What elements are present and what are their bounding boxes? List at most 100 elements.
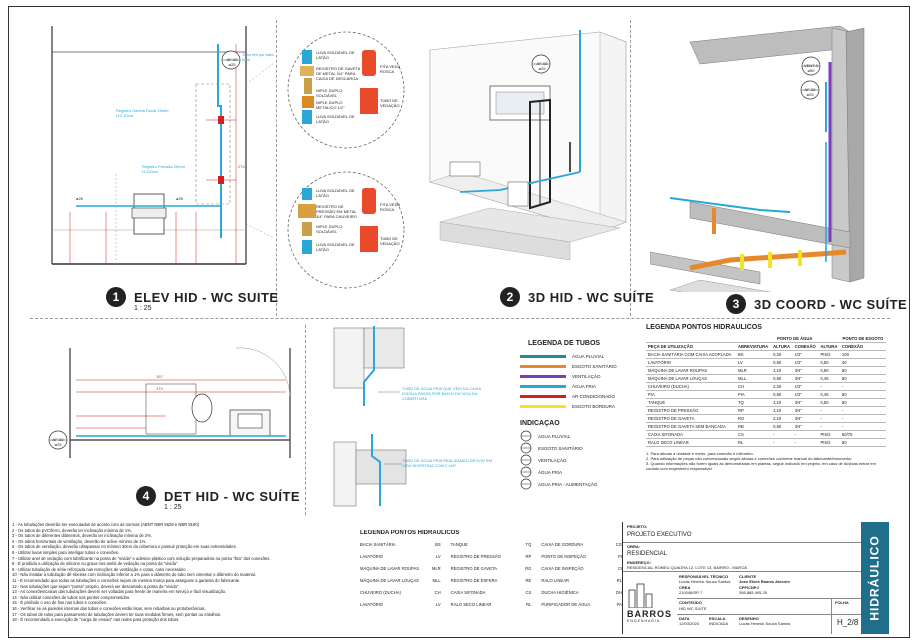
table-group-header: PONTO DE ESGOTO: [839, 335, 886, 343]
table-cell: 50/75: [839, 430, 886, 439]
3d-coord-drawing: [650, 25, 865, 292]
indication-item: ÁGUA PLUVIAL: [520, 430, 640, 442]
table-cell: BS: [735, 350, 772, 359]
view-scale: 1 : 25: [134, 305, 152, 312]
desenho-label: DESENHO: [739, 616, 759, 621]
table-cell: 3/4": [792, 374, 819, 383]
table-header: ALTURA: [818, 342, 840, 351]
legend-label: LAVATÓRIO: [360, 602, 384, 607]
table-cell: 1,10: [771, 366, 793, 375]
legend-item: ESGOTO BORDURA: [520, 401, 620, 411]
legend-item: VENTILAÇÃO: [520, 371, 620, 381]
divider: [305, 325, 306, 515]
table-cell: 3/4": [792, 422, 819, 431]
table-cell: 0,60: [771, 374, 793, 383]
indication-label: VENTILAÇÃO: [538, 457, 567, 463]
table-cell: TQ: [735, 398, 772, 407]
table-cell: 3/4": [792, 406, 819, 415]
projeto-value: PROJETO EXECUTIVO: [627, 532, 692, 538]
desenho-value: Lucas Henrick Souza Santos: [739, 621, 791, 626]
table-cell: 3/4": [792, 398, 819, 407]
view-title: ELEV HID - WC SUITE: [134, 289, 279, 305]
legend-swatch: [520, 374, 566, 378]
table-group-header: PONTO DE ÁGUA: [771, 335, 819, 343]
indication-symbol-icon: [520, 430, 532, 442]
discipline-band: HIDRÁULICO: [861, 522, 889, 634]
legend-label: RALO LINEAR: [541, 578, 570, 583]
footnote: 2. Para utilização de peças não convenci…: [646, 456, 853, 461]
table-cell: 50: [839, 374, 886, 383]
legend-abbr: LV: [435, 554, 441, 559]
table-cell: RG: [735, 414, 772, 423]
table-cell: MÁQUINA DE LAVAR ROUPAS: [646, 366, 736, 375]
note-line: 17 - Os tubos de ralos para passamento d…: [12, 611, 222, 617]
table-cell: -: [839, 414, 886, 423]
indication-label: ÁGUA PLUVIAL: [538, 433, 571, 439]
table-cell: 0,50: [818, 398, 840, 407]
legend-label: ESGOTO BORDURA: [572, 403, 615, 409]
note-line: 3 - Os tubos de diferentes diâmetros, de…: [12, 533, 153, 539]
table-cell: RP: [735, 406, 772, 415]
table-cell: PIA: [646, 390, 736, 399]
points-table: PONTO DE ÁGUA PONTO DE ESGOTO PEÇA DE UT…: [646, 335, 886, 447]
detail-label: LUVA SOLDÁVEL DE LATÃO: [316, 50, 355, 60]
view-title-2: 2 3D HID - WC SUÍTE: [500, 287, 654, 307]
legend-item: CHUVEIRO (DUCHA)CH: [360, 590, 441, 602]
legend-label: REGISTRO DE GAVETA: [450, 566, 498, 571]
note-tube-ceiling: Tubo reti por baixo do forro: [242, 52, 274, 62]
indication-item: VENTILAÇÃO: [520, 454, 640, 466]
legend-label: REGISTRO DE PRESSÃO: [450, 554, 501, 559]
crea-label: CREA: [679, 585, 691, 590]
table-header: CONEXÃO: [792, 342, 819, 351]
detail-bottom: LUVA SOLDÁVEL DE LATÃO REGISTRO DE PRESS…: [282, 170, 410, 290]
legend-label: PONTO DE INSPEÇÃO: [541, 554, 586, 559]
divider: [630, 20, 631, 316]
table-cell: -: [839, 422, 886, 431]
view-scale: 1 : 25: [164, 504, 182, 511]
endereco-value: RESIDENCIAL ROMEU QUADRA 12, LOTE 13, BA…: [627, 565, 748, 570]
legend-label: RALO SECO LINEAR: [450, 602, 492, 607]
detail-label: LUVA SOLDÁVEL DE LATÃO: [316, 114, 355, 124]
table-header: ABREVIATURA: [735, 342, 772, 351]
legend-item: ÁGUA FRIA: [520, 381, 620, 391]
folha-value: H_2/8: [837, 618, 859, 627]
legend-abbr: BS: [435, 542, 441, 547]
endereco-label: ENDEREÇO:: [627, 560, 652, 565]
data-label: DATA: [679, 616, 690, 621]
legend-abbr: RL: [616, 578, 622, 583]
table-cell: 2,10: [771, 414, 793, 423]
table-cell: 0,45: [818, 374, 840, 383]
detail-label: FITA VEDA ROSCA: [380, 202, 400, 212]
view-title: 3D HID - WC SUÍTE: [528, 289, 655, 305]
3d-hid-drawing: [429, 30, 627, 261]
table-cell: RL: [735, 438, 772, 447]
indication-symbol-icon: [520, 466, 532, 478]
legend-item: AR CONDICIONADO: [520, 391, 620, 401]
obra-value: RESIDENCIAL: [627, 551, 668, 557]
indication-symbol-icon: [520, 478, 532, 490]
indication-item: ÁGUA FRIA: [520, 466, 640, 478]
table-header: [646, 335, 736, 343]
table-cell: PIA: [735, 390, 772, 399]
table-cell: -: [771, 430, 793, 439]
discipline-label: HIDRÁULICO: [868, 535, 883, 621]
legend-label: ÁGUA FRIA: [572, 383, 597, 389]
beam-detail-drawing: [333, 326, 407, 507]
table-cell: 0,60: [771, 358, 793, 367]
table-cell: 0,20: [771, 350, 793, 359]
